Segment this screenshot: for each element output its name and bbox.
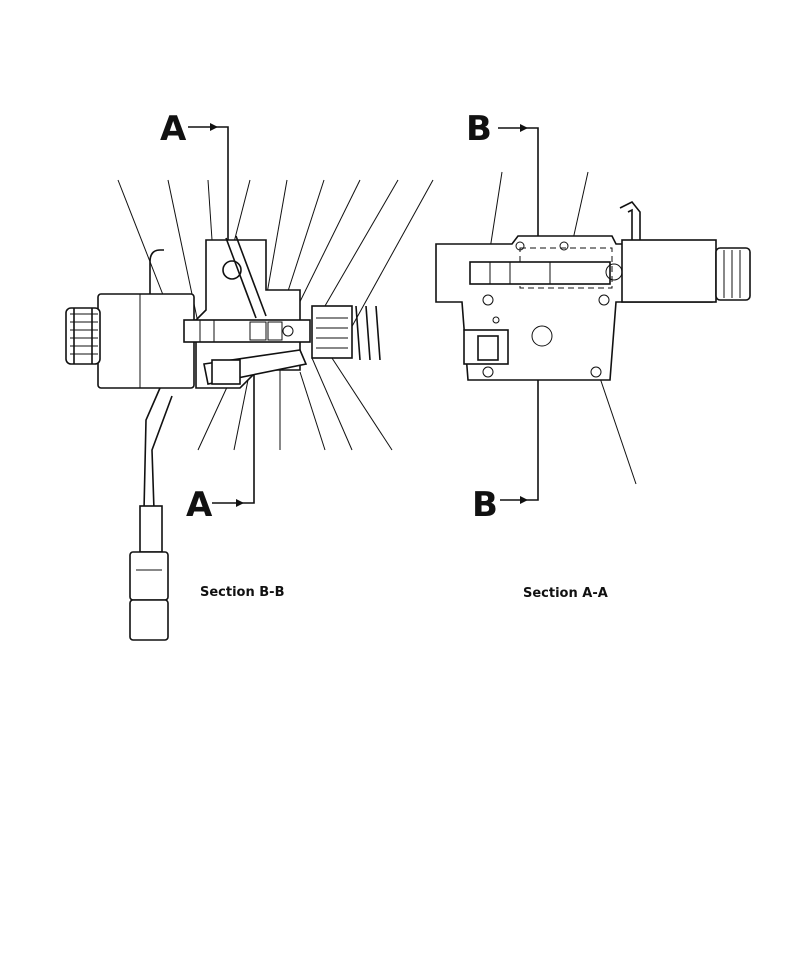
cut-label-b-bottom: B xyxy=(472,485,498,525)
connector xyxy=(129,551,169,641)
cut-label-b-top: B xyxy=(466,109,492,149)
spring-assembly xyxy=(311,305,381,361)
section-aa-view: B B xyxy=(435,109,751,601)
section-aa-caption: Section A-A xyxy=(523,586,608,601)
valve-body xyxy=(195,235,301,389)
cut-line-a: A A xyxy=(160,109,255,525)
solenoid-coil-aa xyxy=(621,239,751,303)
solenoid-coil xyxy=(97,249,195,389)
spring xyxy=(355,305,381,361)
cut-label-a-top: A xyxy=(160,109,187,149)
section-bb-caption: Section B-B xyxy=(200,585,284,600)
spool xyxy=(183,319,311,343)
cut-line-b: B B xyxy=(466,109,539,525)
leader-lines-lower xyxy=(197,354,393,451)
knurled-nut xyxy=(65,307,101,365)
section-bb-view: A A xyxy=(65,109,434,641)
cut-label-a-bottom: A xyxy=(186,485,213,525)
wire-harness xyxy=(129,387,173,641)
leader-lines-upper xyxy=(117,179,434,331)
lower-cartridge xyxy=(203,349,308,385)
